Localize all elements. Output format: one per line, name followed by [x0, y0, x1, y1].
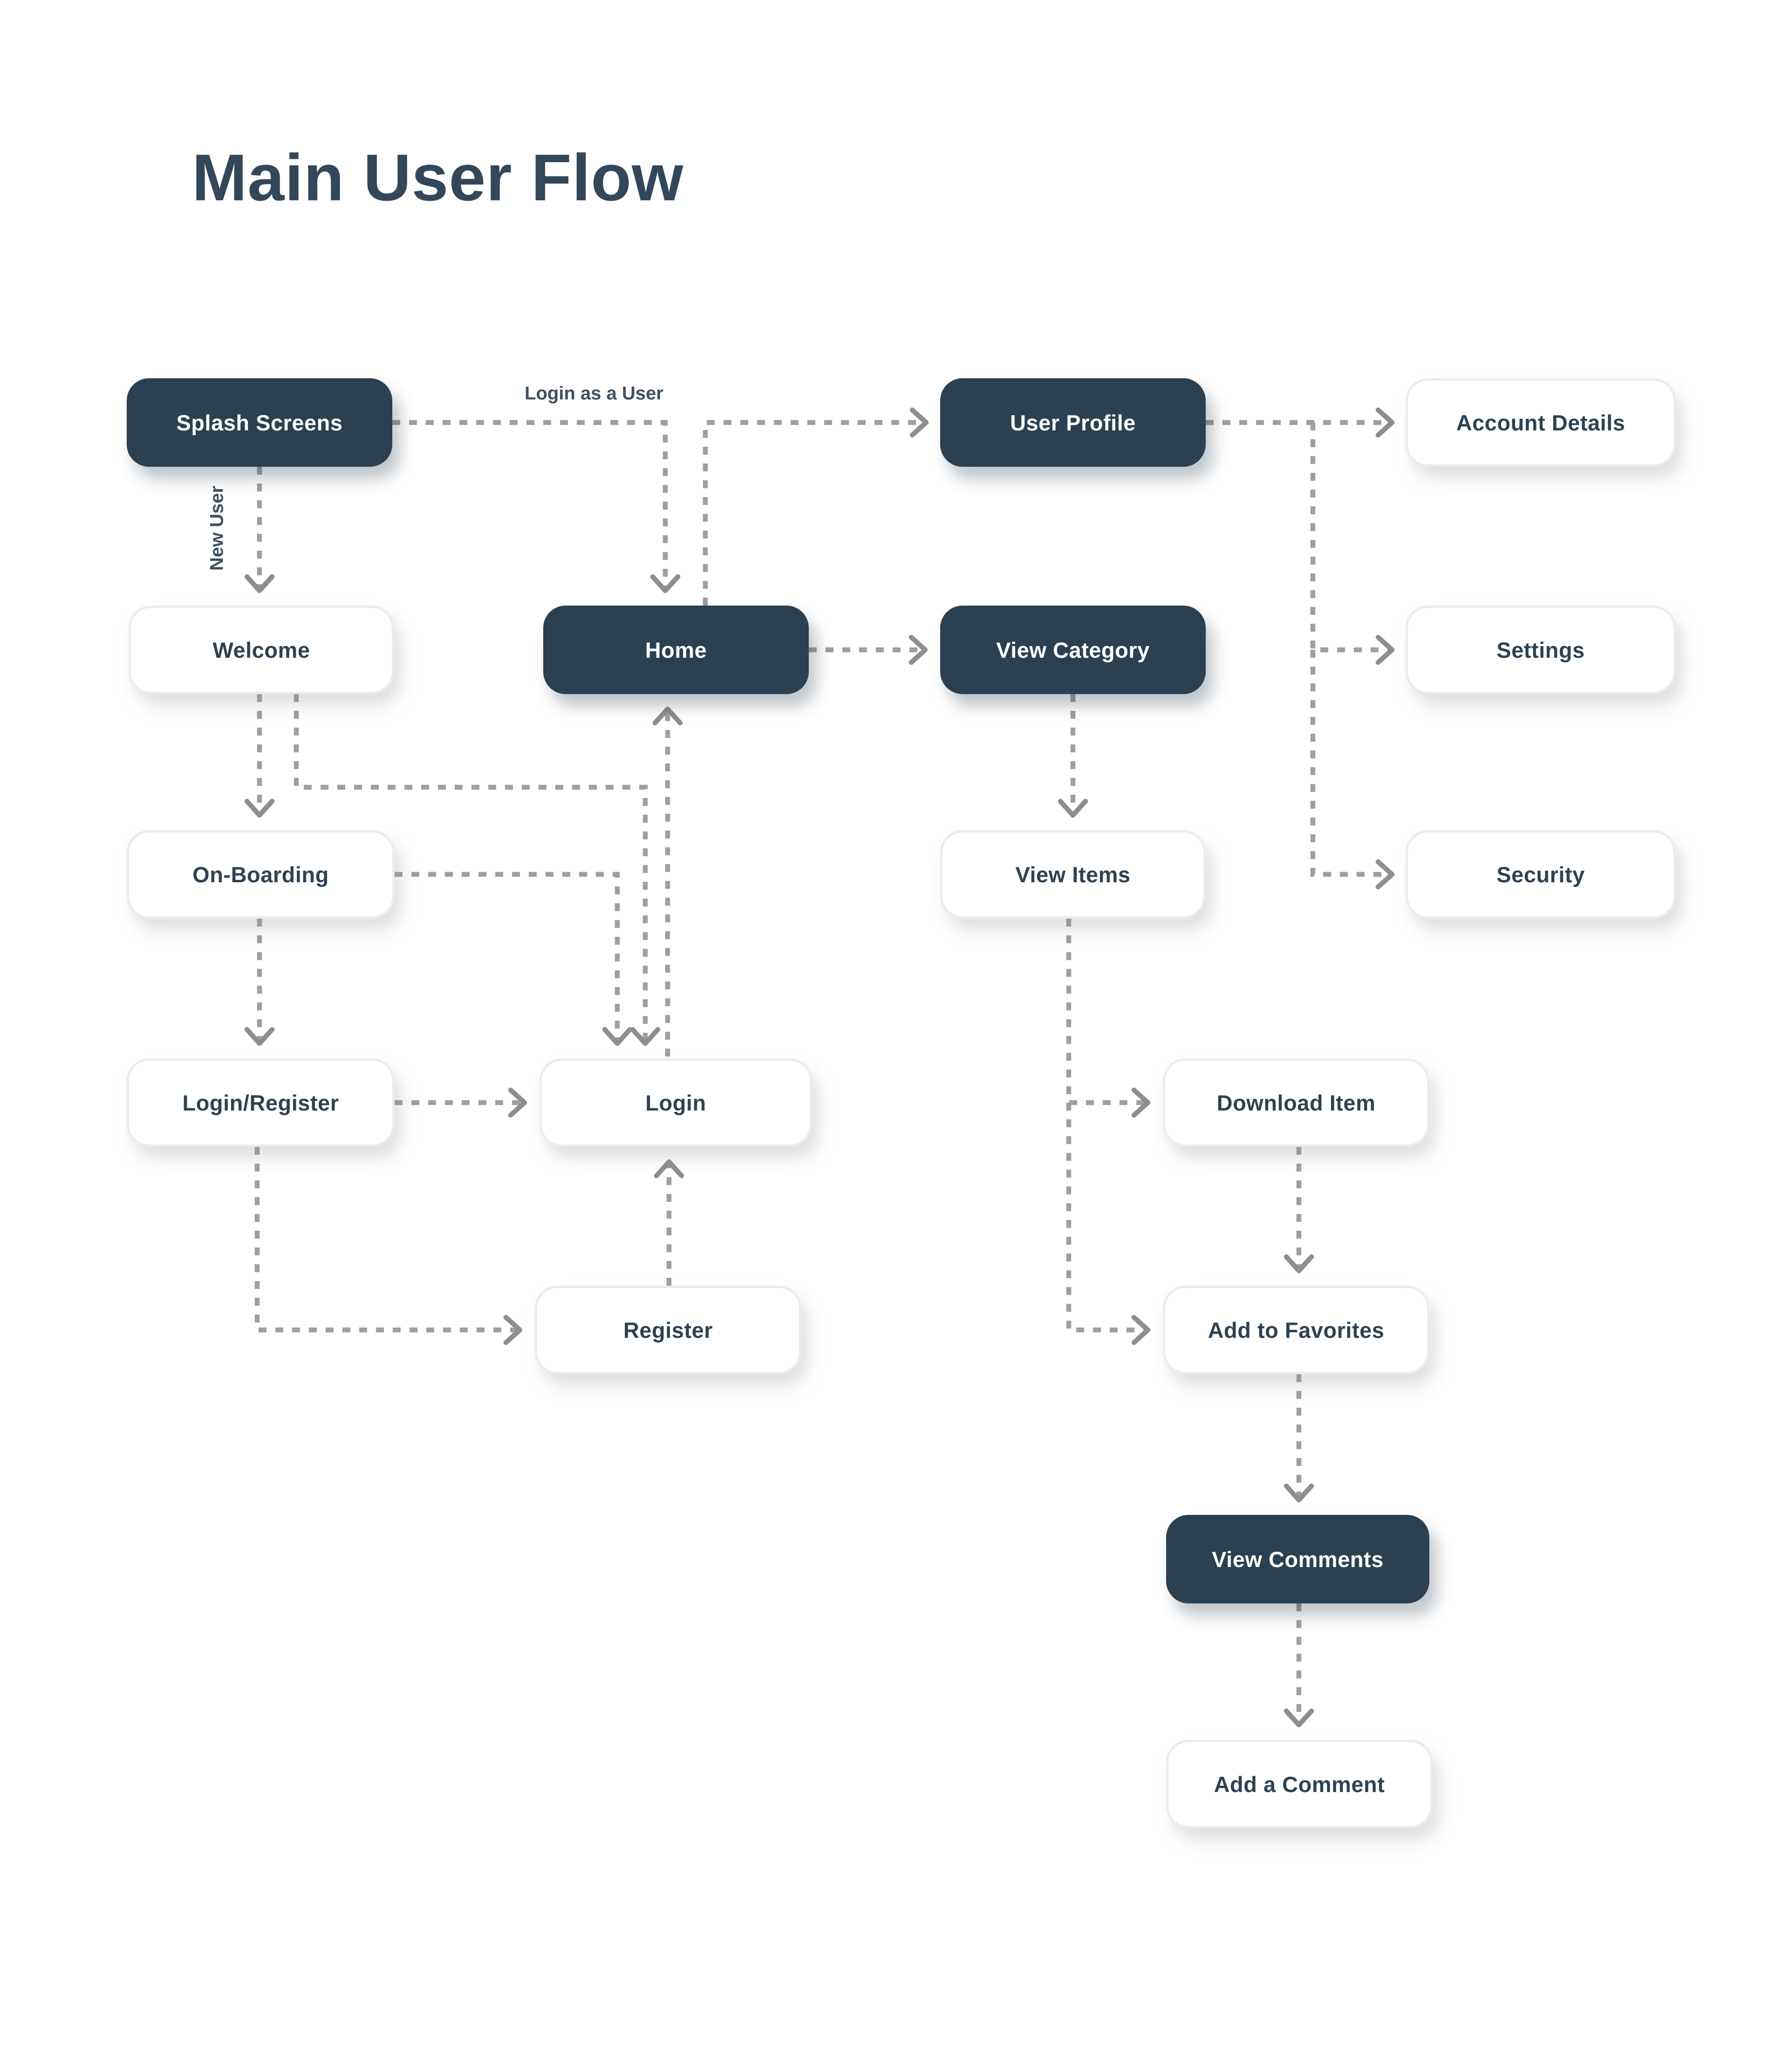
node-login-register[interactable]: Login/Register	[127, 1058, 395, 1147]
edge-view-items-to-download-item	[1066, 919, 1151, 1118]
node-register[interactable]: Register	[535, 1286, 801, 1374]
node-label: Add a Comment	[1214, 1772, 1385, 1797]
node-label: Security	[1496, 862, 1585, 887]
edge-user-profile-to-settings	[1310, 423, 1395, 665]
node-label: User Profile	[1010, 410, 1136, 435]
label-login-as-a-user: Login as a User	[525, 383, 663, 404]
label-new-user: New User	[206, 485, 227, 571]
node-label: Home	[645, 637, 707, 662]
page-title: Main User Flow	[192, 141, 684, 215]
node-label: Login/Register	[182, 1090, 339, 1115]
edge-on-boarding-to-login	[395, 872, 633, 1046]
node-user-profile[interactable]: User Profile	[940, 378, 1206, 467]
node-welcome[interactable]: Welcome	[129, 606, 394, 694]
edge-welcome-to-login	[294, 694, 661, 1046]
node-on-boarding[interactable]: On-Boarding	[127, 830, 395, 919]
node-label: View Comments	[1212, 1547, 1384, 1572]
node-label: Splash Screens	[176, 410, 343, 435]
node-label: Account Details	[1456, 410, 1625, 435]
node-label: Settings	[1496, 637, 1585, 662]
edge-user-profile-to-security	[1310, 650, 1395, 890]
edge-login-register-to-register	[254, 1147, 523, 1345]
node-home[interactable]: Home	[543, 606, 809, 694]
node-label: On-Boarding	[192, 862, 329, 887]
node-label: Welcome	[212, 637, 310, 662]
node-label: Download Item	[1216, 1090, 1376, 1115]
node-splash-screens[interactable]: Splash Screens	[127, 378, 392, 467]
node-security[interactable]: Security	[1406, 830, 1676, 919]
node-login[interactable]: Login	[539, 1058, 812, 1147]
node-label: Add to Favorites	[1208, 1317, 1385, 1343]
node-label: View Category	[996, 637, 1150, 662]
node-view-category[interactable]: View Category	[940, 606, 1206, 694]
edge-splash-screens-to-home	[392, 420, 681, 593]
node-view-comments[interactable]: View Comments	[1166, 1515, 1429, 1603]
node-add-a-comment[interactable]: Add a Comment	[1166, 1740, 1433, 1828]
node-label: Register	[623, 1317, 713, 1343]
edge-view-items-to-add-to-favorites	[1066, 1103, 1151, 1345]
node-label: View Items	[1015, 862, 1131, 887]
edge-home-to-user-profile	[703, 407, 929, 606]
node-view-items[interactable]: View Items	[940, 830, 1206, 919]
node-label: Login	[645, 1090, 706, 1115]
node-settings[interactable]: Settings	[1406, 606, 1676, 694]
node-download-item[interactable]: Download Item	[1163, 1058, 1429, 1147]
node-account-details[interactable]: Account Details	[1406, 378, 1676, 467]
node-add-to-favorites[interactable]: Add to Favorites	[1163, 1286, 1429, 1374]
